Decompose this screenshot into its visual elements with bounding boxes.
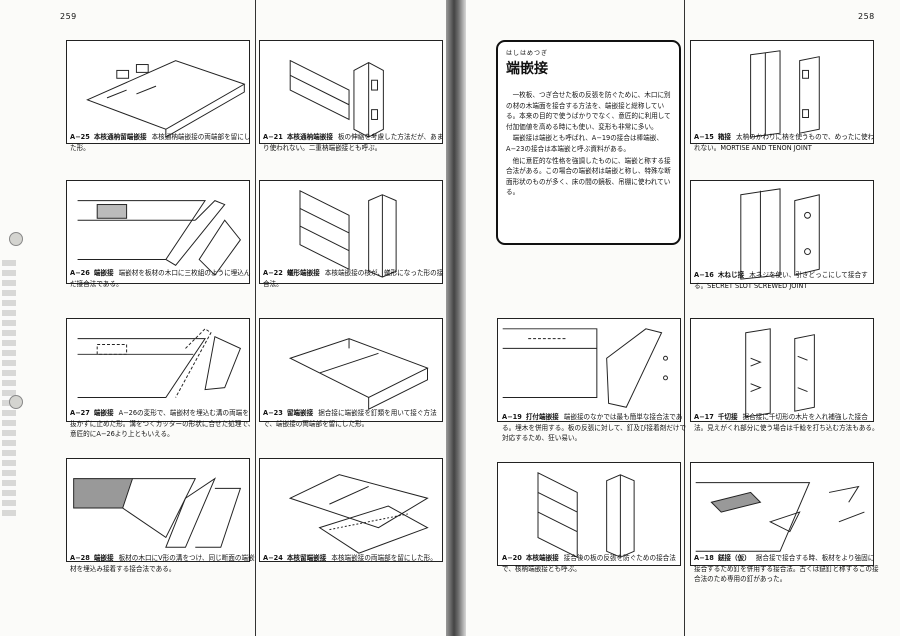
page-number-right: 258 xyxy=(858,12,875,21)
figure-a26 xyxy=(66,180,250,284)
figure-a25 xyxy=(66,40,250,144)
binder-hole xyxy=(9,232,23,246)
sidebar-paragraph: 他に意匠的な性格を強調したものに、端嵌と称する接合法がある。この場合の端嵌材は端… xyxy=(506,156,671,197)
figure-a23 xyxy=(259,318,443,422)
sidebar-box: はしはめつぎ 端嵌接 一枚板、つぎ合せた板の反張を防ぐために、木口に別の材の木端… xyxy=(496,40,681,245)
column-rule xyxy=(684,0,685,636)
figure-a16 xyxy=(690,180,874,284)
figure-a27 xyxy=(66,318,250,422)
figure-a17 xyxy=(690,318,874,422)
title-ruby: はしはめつぎ xyxy=(506,50,549,57)
sidebar-title: 端嵌接 xyxy=(506,61,548,77)
scan-artifact xyxy=(2,260,16,520)
figure-a18 xyxy=(690,462,874,566)
figure-a24 xyxy=(259,458,443,562)
page-number-left: 259 xyxy=(60,12,77,21)
book-gutter xyxy=(446,0,466,636)
figure-a15 xyxy=(690,40,874,144)
figure-a20 xyxy=(497,462,681,566)
sidebar-paragraph: 一枚板、つぎ合せた板の反張を防ぐために、木口に別の材の木端面を接合する方法を、端… xyxy=(506,91,671,131)
sidebar-paragraph: 端嵌接は端嵌とも呼ばれ、A−19の接合は棒端嵌、A−23の接合は本端嵌と呼ぶ資料… xyxy=(506,134,663,153)
figure-a19 xyxy=(497,318,681,422)
figure-a21 xyxy=(259,40,443,144)
figure-a28 xyxy=(66,458,250,562)
figure-a22 xyxy=(259,180,443,284)
binder-hole xyxy=(9,395,23,409)
column-rule xyxy=(255,0,256,636)
